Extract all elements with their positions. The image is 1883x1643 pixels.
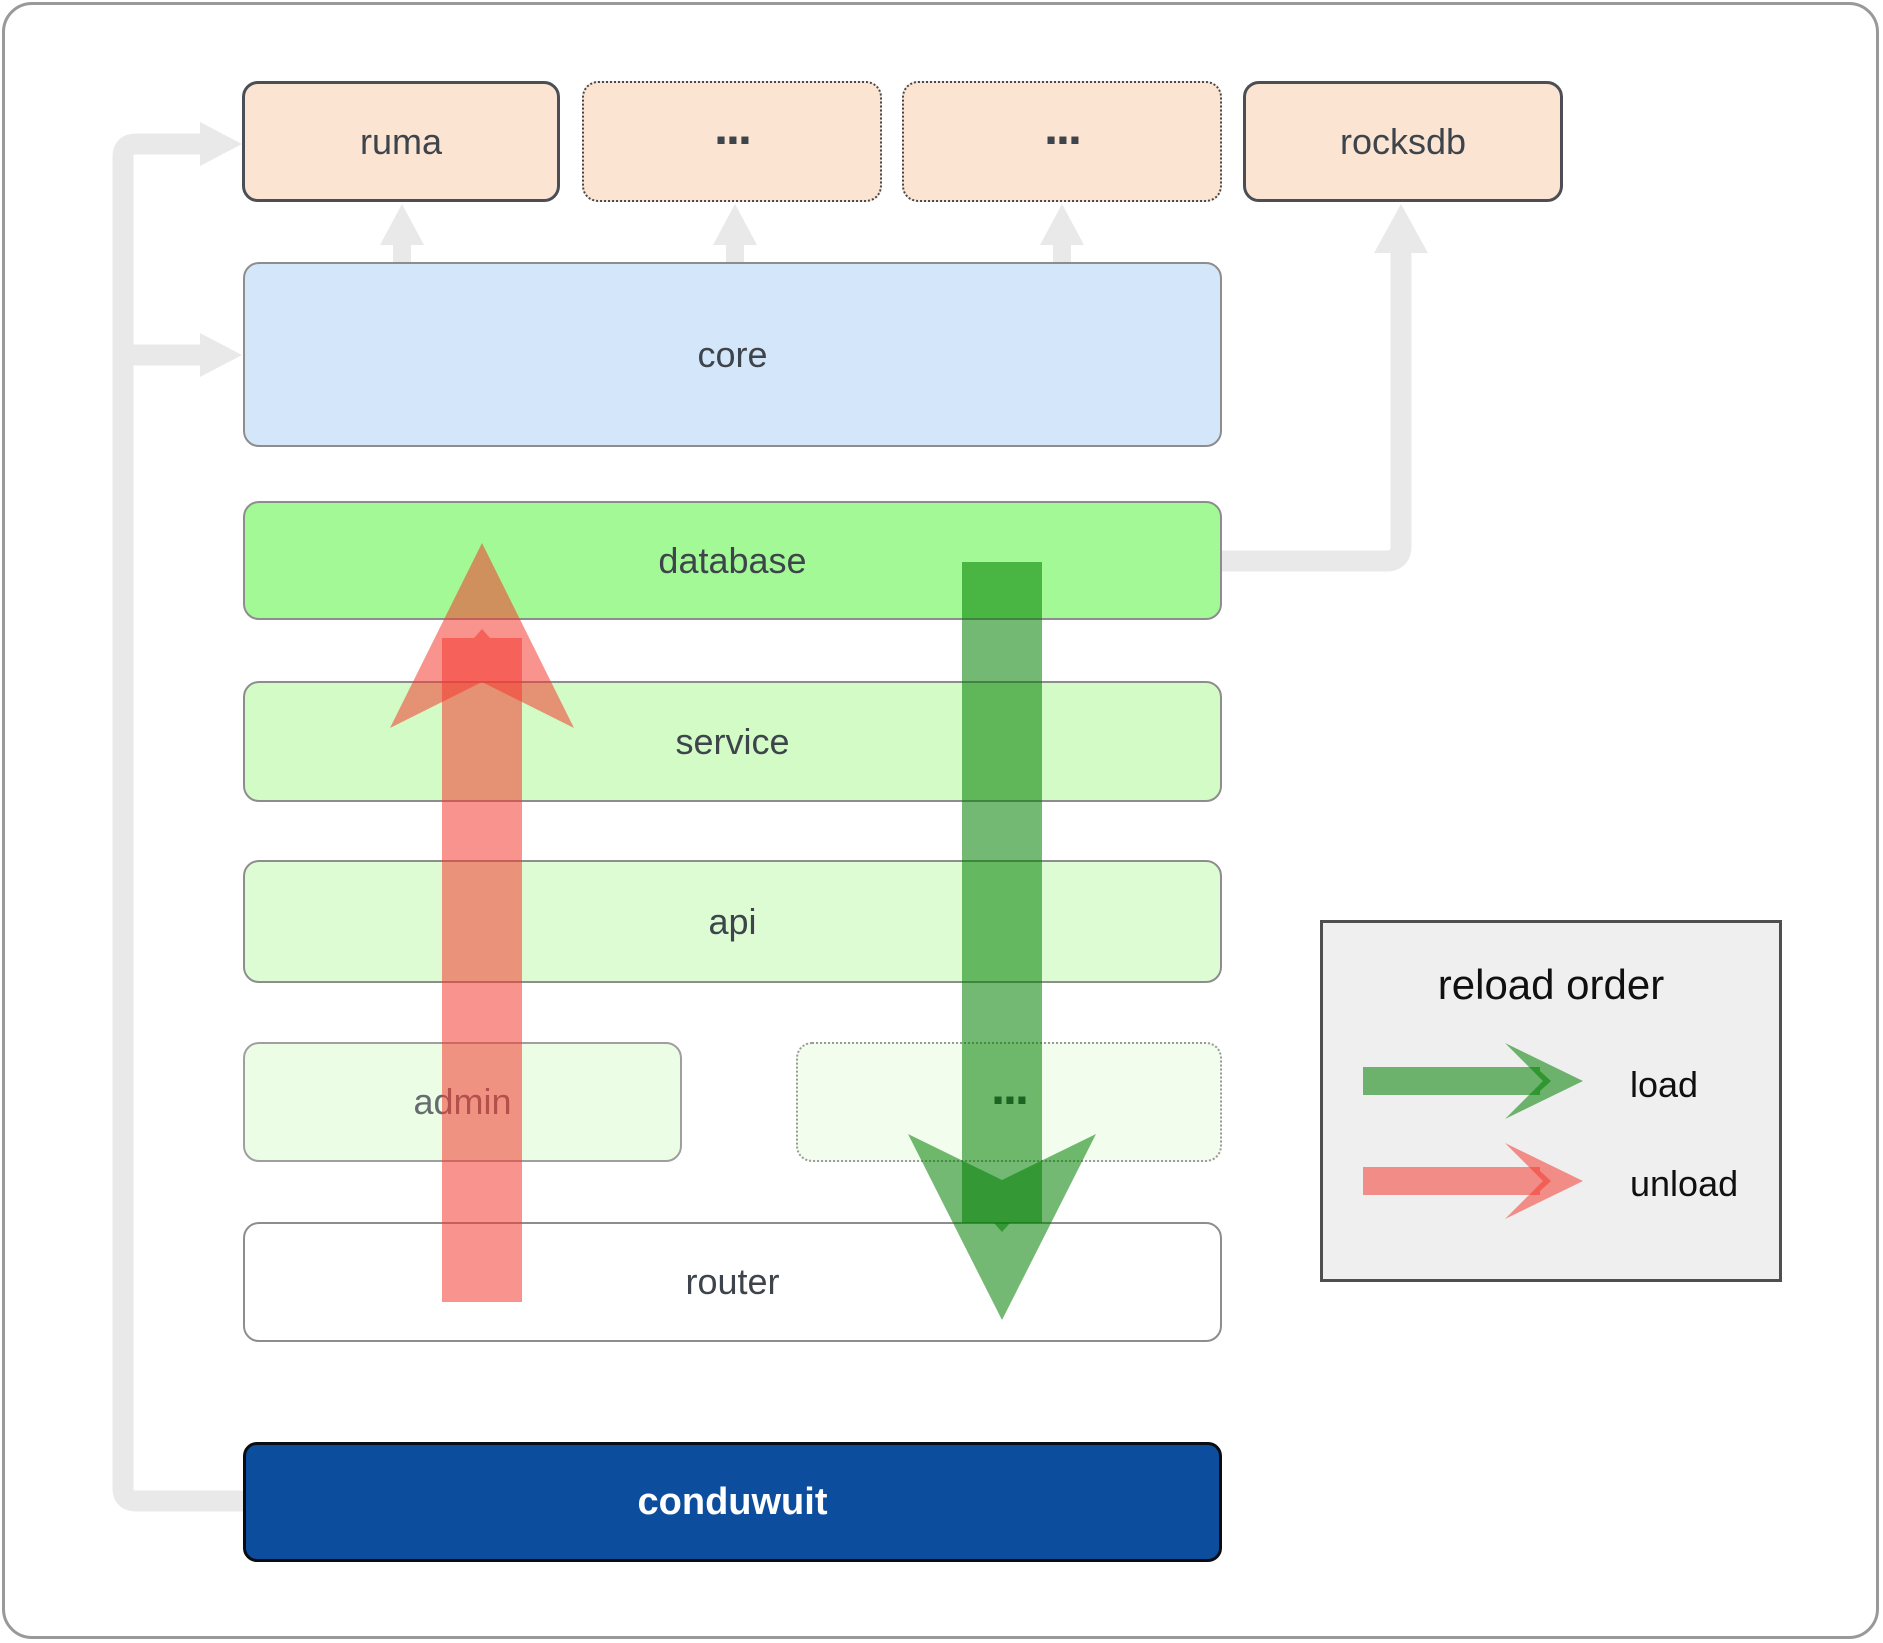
node-router-label: router: [685, 1261, 780, 1302]
legend-unload-label: unload: [1630, 1163, 1739, 1204]
node-core-label: core: [697, 333, 768, 375]
node-service-label: service: [675, 720, 790, 762]
node-core: core: [243, 262, 1222, 447]
node-ellipsis-2: ...: [902, 81, 1222, 202]
legend-load-label: load: [1630, 1064, 1699, 1105]
node-ellipsis-3: ...: [796, 1042, 1222, 1162]
node-rocksdb: rocksdb: [1243, 81, 1563, 202]
legend-reload-order: reload order load unload: [1320, 920, 1782, 1282]
node-admin-label: admin: [413, 1081, 512, 1122]
node-database: database: [243, 501, 1222, 620]
node-conduwuit-label: conduwuit: [637, 1480, 828, 1523]
node-database-label: database: [658, 539, 807, 581]
node-conduwuit: conduwuit: [243, 1442, 1222, 1562]
node-admin: admin: [243, 1042, 682, 1162]
node-api-label: api: [708, 900, 757, 942]
node-ellipsis-3-label: ...: [991, 1059, 1029, 1115]
node-router: router: [243, 1222, 1222, 1342]
node-ellipsis-2-label: ...: [1044, 98, 1082, 155]
node-rocksdb-label: rocksdb: [1339, 120, 1467, 162]
node-api: api: [243, 860, 1222, 983]
legend-title: reload order: [1437, 961, 1665, 1008]
node-ruma-label: ruma: [359, 120, 443, 162]
node-ellipsis-1: ...: [582, 81, 882, 202]
node-ellipsis-1-label: ...: [714, 98, 752, 155]
node-service: service: [243, 681, 1222, 802]
node-ruma: ruma: [242, 81, 560, 202]
